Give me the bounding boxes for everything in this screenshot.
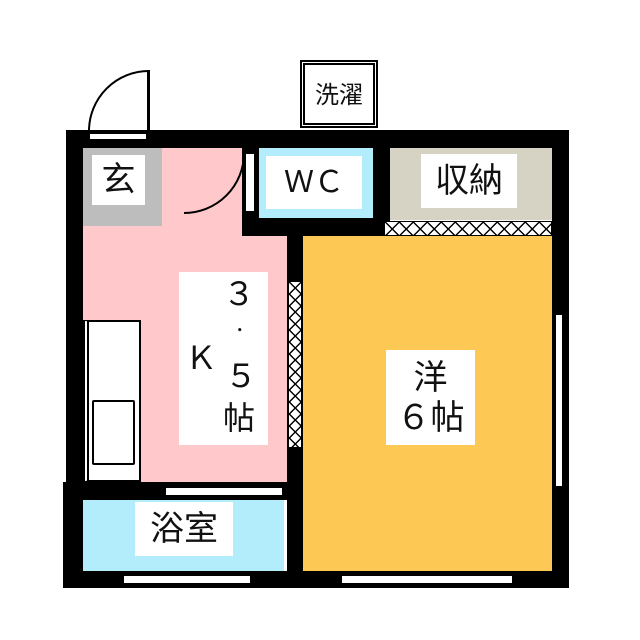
- wc-label: ＷＣ: [266, 156, 362, 209]
- kitchen-label-jo: 帖: [223, 399, 256, 437]
- laundry-label: 洗濯: [309, 74, 369, 116]
- bath-label: 浴室: [135, 502, 233, 556]
- closet-door-hatch: [384, 221, 552, 236]
- kitchen-label: ３ ． Ｋ ５ 帖: [179, 272, 268, 445]
- entrance-label: 玄: [92, 155, 145, 205]
- western-room-type: 洋: [413, 358, 448, 398]
- kitchen-label-dot: ．: [235, 312, 255, 336]
- sliding-door-hatch: [289, 282, 301, 447]
- kitchen-sink: [92, 400, 135, 465]
- window-western-right[interactable]: [554, 313, 564, 488]
- kitchen-label-3: ３: [223, 275, 256, 313]
- window-bath[interactable]: [122, 574, 252, 585]
- wc-door-leaf: [244, 152, 256, 213]
- western-room-label: 洋 ６帖: [386, 350, 475, 445]
- kitchen-label-5: ５: [225, 357, 258, 395]
- kitchen-label-k: Ｋ: [185, 339, 218, 377]
- window-western-bottom[interactable]: [340, 574, 514, 585]
- entry-door-leaf: [147, 70, 150, 132]
- wall-left: [66, 130, 83, 588]
- entry-door-gap: [88, 132, 148, 141]
- wall-bath-left: [63, 483, 80, 588]
- storage-label: 収納: [421, 154, 517, 208]
- window-kitchen[interactable]: [164, 486, 284, 497]
- western-room-size: ６帖: [396, 398, 465, 438]
- wall-top: [66, 130, 569, 148]
